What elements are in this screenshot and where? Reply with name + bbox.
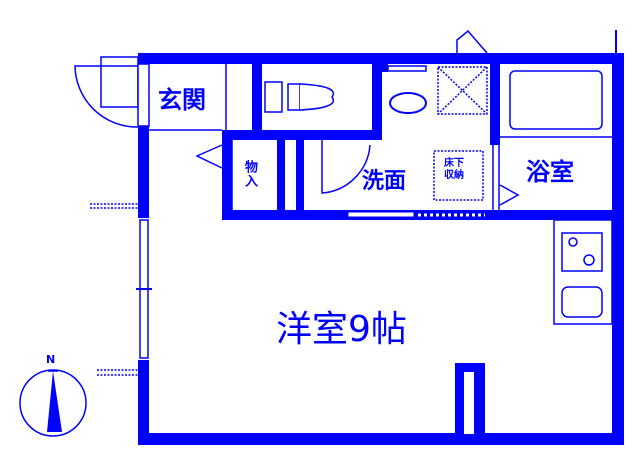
room-label-entrance: 玄関 <box>158 86 206 114</box>
washing-machine-space <box>437 66 488 115</box>
room-label-washroom: 洗面 <box>362 169 407 194</box>
outer-walls <box>138 53 624 445</box>
top-door <box>456 29 488 54</box>
room-label-bathroom: 浴室 <box>526 158 574 186</box>
entrance-step <box>149 64 227 131</box>
left-window <box>136 219 152 359</box>
stove-icon <box>561 232 603 272</box>
wash-basin-icon <box>389 92 427 114</box>
compass-icon <box>19 369 87 437</box>
storage-door <box>195 144 223 169</box>
toilet-icon <box>264 81 334 113</box>
sink-icon <box>561 286 603 318</box>
kitchen-counter <box>553 219 613 325</box>
room-label-western-room: 洋室9帖 <box>276 309 407 350</box>
entrance-door <box>74 56 139 128</box>
room-label-underfloor-storage: 床下収納 <box>444 158 464 181</box>
bathtub-icon <box>500 70 612 138</box>
washroom-door <box>321 140 371 194</box>
room-label-storage: 物入 <box>242 160 257 188</box>
compass-north-label: N <box>46 353 56 366</box>
exterior-marks <box>90 203 138 376</box>
underfloor-storage-box <box>433 150 484 201</box>
bathroom-door <box>499 184 520 206</box>
